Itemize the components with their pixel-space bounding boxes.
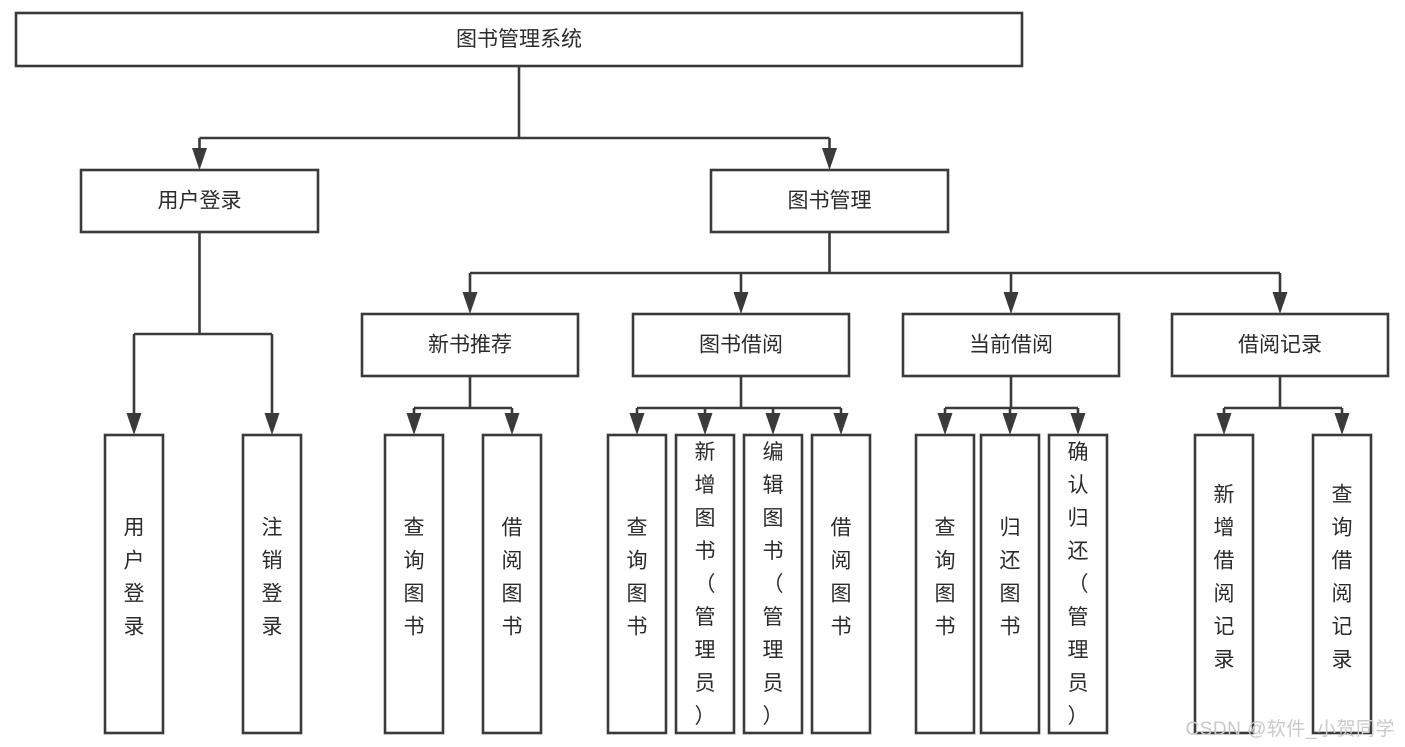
node-label-leaf-nb-query: 查询图书 (404, 517, 425, 639)
node-label-leaf-user-logout: 注销登录 (262, 517, 283, 639)
node-box-leaf-cur-confirm[interactable] (1047, 433, 1109, 735)
node-label-leaf-cur-query: 查询图书 (935, 517, 956, 639)
edge-group-login (126, 232, 280, 435)
node-bookmgmt[interactable]: 图书管理 (709, 168, 950, 234)
connector-layer (126, 66, 1350, 435)
node-leaf-user-logout[interactable]: 注销登录 (241, 433, 303, 735)
node-borrow[interactable]: 图书借阅 (631, 312, 851, 378)
node-leaf-br-add[interactable]: 新增图书（管理员） (674, 433, 736, 735)
node-leaf-user-login[interactable]: 用户登录 (103, 433, 165, 735)
node-box-leaf-user-login[interactable] (103, 433, 165, 735)
node-label-leaf-br-query: 查询图书 (627, 517, 648, 639)
node-box-leaf-br-lend[interactable] (810, 433, 872, 735)
node-label-leaf-user-login: 用户登录 (124, 517, 145, 639)
node-leaf-cur-query[interactable]: 查询图书 (914, 433, 976, 735)
node-leaf-rec-add[interactable]: 新增借阅记录 (1193, 433, 1255, 735)
node-box-newbook[interactable] (360, 312, 580, 378)
node-label-login: 用户登录 (158, 190, 242, 213)
edge-group-borrow (629, 376, 849, 435)
edge-group-root (192, 66, 837, 170)
node-box-borrow[interactable] (631, 312, 851, 378)
edge-group-current (937, 376, 1086, 435)
node-leaf-nb-query[interactable]: 查询图书 (383, 433, 445, 735)
node-box-bookmgmt[interactable] (709, 168, 950, 234)
node-box-leaf-nb-query[interactable] (383, 433, 445, 735)
node-login[interactable]: 用户登录 (79, 168, 320, 234)
node-newbook[interactable]: 新书推荐 (360, 312, 580, 378)
node-label-leaf-br-lend: 借阅图书 (831, 517, 852, 639)
node-records[interactable]: 借阅记录 (1170, 312, 1390, 378)
node-leaf-cur-return[interactable]: 归还图书 (979, 433, 1041, 735)
node-leaf-br-lend[interactable]: 借阅图书 (810, 433, 872, 735)
edge-group-newbook (406, 376, 520, 435)
node-box-leaf-cur-query[interactable] (914, 433, 976, 735)
node-box-leaf-br-query[interactable] (606, 433, 668, 735)
node-box-leaf-user-logout[interactable] (241, 433, 303, 735)
node-label-leaf-cur-confirm: 确认归还（管理员） (1068, 441, 1089, 728)
node-label-leaf-br-edit: 编辑图书（管理员） (763, 441, 784, 728)
node-label-leaf-nb-borrow: 借阅图书 (502, 517, 523, 639)
node-box-root[interactable] (14, 11, 1024, 68)
node-label-leaf-rec-query: 查询借阅记录 (1332, 484, 1353, 672)
node-label-newbook: 新书推荐 (428, 334, 512, 357)
node-leaf-nb-borrow[interactable]: 借阅图书 (481, 433, 543, 735)
node-leaf-br-edit[interactable]: 编辑图书（管理员） (742, 433, 804, 735)
edge-group-records (1216, 376, 1350, 435)
node-leaf-cur-confirm[interactable]: 确认归还（管理员） (1047, 433, 1109, 735)
node-layer: 图书管理系统用户登录图书管理新书推荐图书借阅当前借阅借阅记录用户登录注销登录查询… (14, 11, 1390, 735)
node-label-leaf-rec-add: 新增借阅记录 (1214, 484, 1235, 672)
node-box-leaf-br-edit[interactable] (742, 433, 804, 735)
node-leaf-br-query[interactable]: 查询图书 (606, 433, 668, 735)
node-box-leaf-cur-return[interactable] (979, 433, 1041, 735)
node-box-login[interactable] (79, 168, 320, 234)
node-current[interactable]: 当前借阅 (901, 312, 1121, 378)
node-label-current: 当前借阅 (969, 334, 1053, 357)
node-box-records[interactable] (1170, 312, 1390, 378)
node-label-leaf-br-add: 新增图书（管理员） (695, 441, 716, 728)
node-leaf-rec-query[interactable]: 查询借阅记录 (1311, 433, 1373, 735)
node-box-leaf-rec-add[interactable] (1193, 433, 1255, 735)
node-root[interactable]: 图书管理系统 (14, 11, 1024, 68)
node-box-leaf-rec-query[interactable] (1311, 433, 1373, 735)
node-label-root: 图书管理系统 (456, 28, 582, 51)
node-box-leaf-nb-borrow[interactable] (481, 433, 543, 735)
node-box-current[interactable] (901, 312, 1121, 378)
node-label-records: 借阅记录 (1238, 334, 1322, 357)
node-box-leaf-br-add[interactable] (674, 433, 736, 735)
node-label-borrow: 图书借阅 (699, 334, 783, 357)
node-label-bookmgmt: 图书管理 (788, 190, 872, 213)
node-label-leaf-cur-return: 归还图书 (1000, 517, 1021, 639)
edge-group-bookmgmt (462, 232, 1288, 314)
